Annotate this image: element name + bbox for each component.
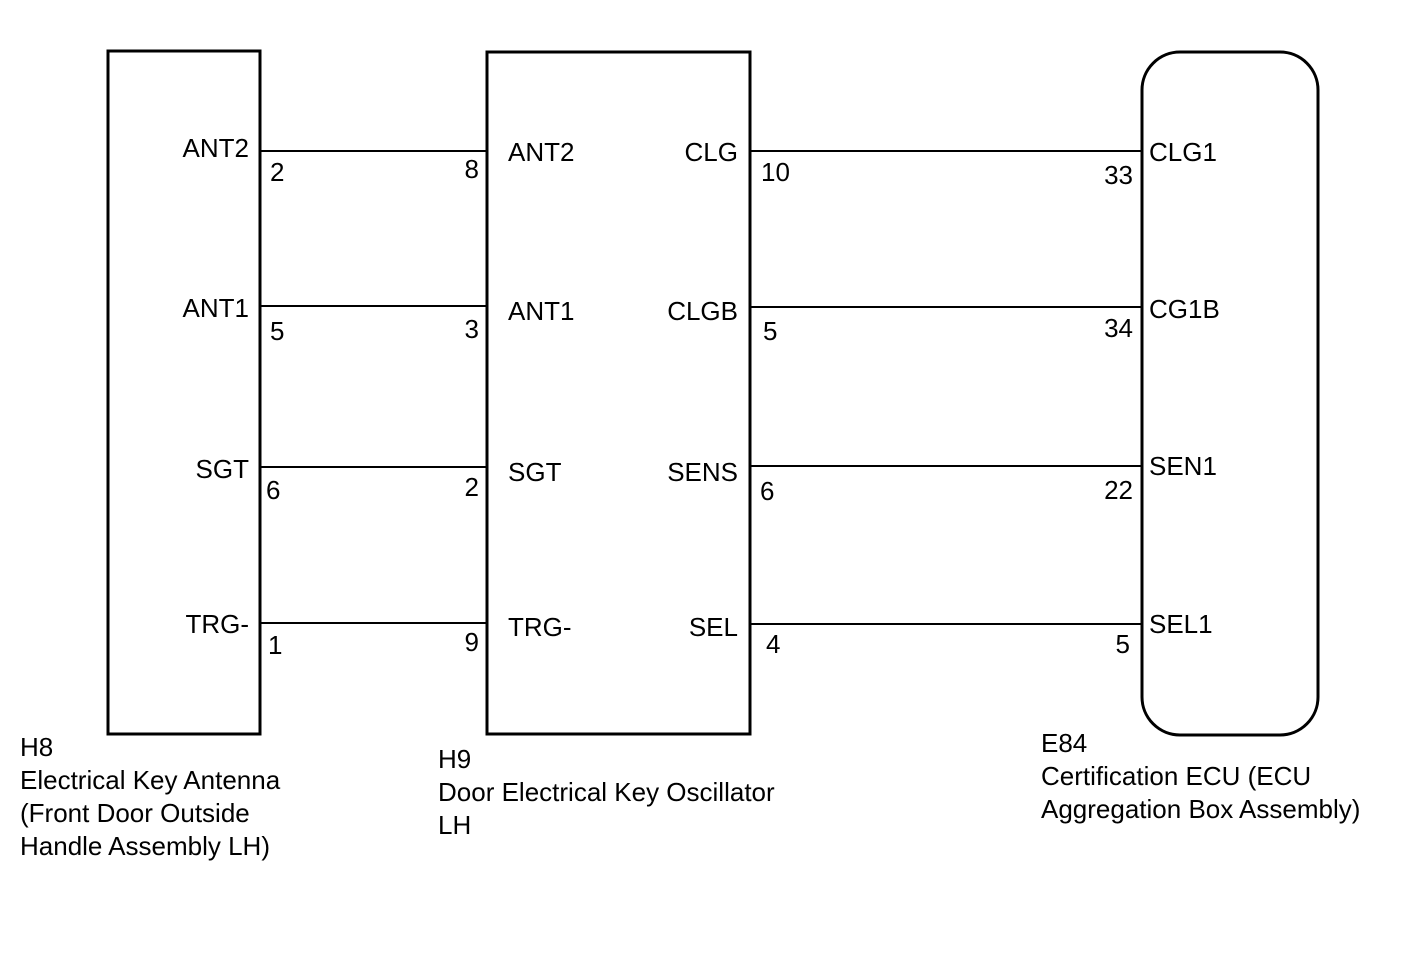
h9-signal-label: SGT: [508, 457, 562, 487]
h9-pin-number: 3: [465, 314, 479, 344]
h9-signal-label: TRG-: [508, 612, 572, 642]
h8-signal-label: ANT2: [183, 133, 249, 163]
e84-pin-number: 5: [1116, 629, 1130, 659]
h8-pin-number: 1: [268, 630, 282, 660]
h9-code: H9: [438, 744, 472, 774]
h9-pin-number: 5: [763, 316, 777, 346]
h8-pin-number: 2: [270, 157, 284, 187]
h9-pin-number: 8: [465, 154, 479, 184]
h9-signal-label: CLGB: [667, 296, 738, 326]
e84-component-box: [1140, 50, 1320, 737]
h8-pin-number: 5: [270, 316, 284, 346]
h8-component-box: [106, 49, 262, 736]
h9-signal-label: ANT2: [508, 137, 574, 167]
h8-signal-label: ANT1: [183, 293, 249, 323]
e84-code: E84: [1041, 728, 1088, 758]
h9-name-line: LH: [438, 810, 472, 840]
e84-pin-number: 22: [1104, 475, 1133, 505]
h8-name-line: Electrical Key Antenna: [20, 765, 281, 795]
e84-signal-label: SEN1: [1149, 451, 1217, 481]
e84-signal-label: SEL1: [1149, 609, 1213, 639]
h9-pin-number: 10: [761, 157, 790, 187]
h8-signal-label: SGT: [196, 454, 250, 484]
h9-name-line: Door Electrical Key Oscillator: [438, 777, 775, 807]
h9-caption: H9 Door Electrical Key Oscillator LH: [438, 743, 775, 842]
h8-code: H8: [20, 732, 54, 762]
h9-signal-label: ANT1: [508, 296, 574, 326]
h9-pin-number: 6: [760, 476, 774, 506]
h8-pin-number: 6: [266, 475, 280, 505]
h9-component-box: [485, 50, 752, 736]
h8-caption: H8 Electrical Key Antenna (Front Door Ou…: [20, 731, 280, 863]
h9-signal-label: SENS: [667, 457, 738, 487]
e84-name-line: Aggregation Box Assembly): [1041, 794, 1361, 824]
e84-name-line: Certification ECU (ECU: [1041, 761, 1312, 791]
h9-pin-number: 9: [465, 627, 479, 657]
h9-signal-label: CLG: [685, 137, 738, 167]
e84-signal-label: CLG1: [1149, 137, 1217, 167]
e84-signal-label: CG1B: [1149, 294, 1220, 324]
h9-signal-label: SEL: [689, 612, 738, 642]
e84-pin-number: 33: [1104, 160, 1133, 190]
h9-pin-number: 2: [465, 472, 479, 502]
e84-caption: E84 Certification ECU (ECU Aggregation B…: [1041, 727, 1360, 826]
h8-name-line: Handle Assembly LH): [20, 831, 270, 861]
h8-signal-label: TRG-: [185, 609, 249, 639]
h9-pin-number: 4: [766, 629, 780, 659]
h8-name-line: (Front Door Outside: [20, 798, 250, 828]
e84-pin-number: 34: [1104, 313, 1133, 343]
